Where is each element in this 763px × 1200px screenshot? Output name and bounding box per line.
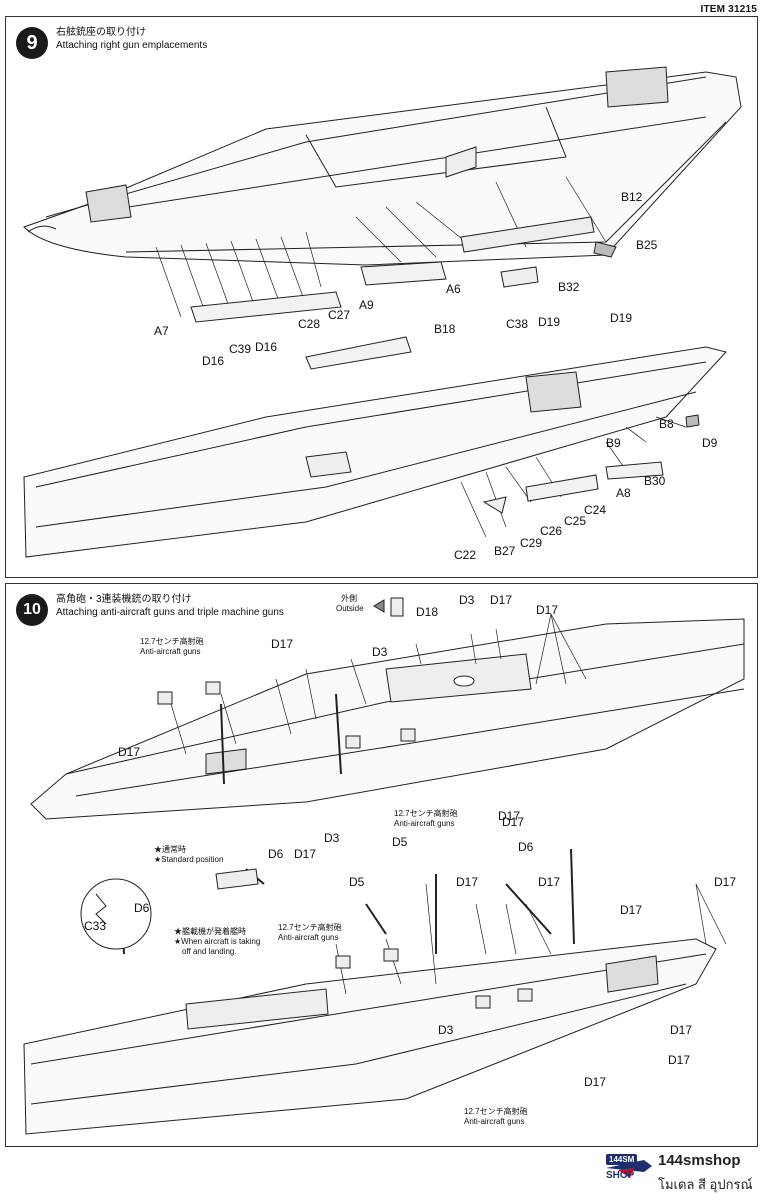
part-label: D17 [620, 903, 642, 917]
part-label: D9 [702, 436, 718, 450]
part-label: D6 [134, 901, 150, 915]
part-label: D19 [610, 311, 632, 325]
gun-label-jp: 12.7センチ高射砲 [140, 636, 204, 646]
step-10-title-en: Attaching anti-aircraft guns and triple … [56, 607, 284, 618]
part-label: B12 [621, 190, 643, 204]
part-label: C26 [540, 524, 562, 538]
item-code: ITEM 31215 [700, 4, 757, 15]
part-label: B18 [434, 322, 456, 336]
logo-bottom-text: SHOP [606, 1170, 635, 1181]
part-label: D17 [294, 847, 316, 861]
hull-upper-drawing [30, 618, 745, 820]
part-label: D16 [255, 340, 277, 354]
step-10-panel: 10 高角砲・3連装機銃の取り付け Attaching anti-aircraf… [5, 583, 758, 1147]
aircraft-note-en-2: off and landing. [182, 947, 237, 956]
part-label: D3 [324, 831, 340, 845]
step-9-diagram: B12 B25 A6 B32 D19 C38 D19 B18 A9 C27 C2… [23, 66, 742, 562]
step-9-badge: 9 [16, 27, 48, 59]
part-label: B9 [606, 436, 621, 450]
part-label: D17 [456, 875, 478, 889]
part-label: A7 [154, 324, 169, 338]
part-label: D17 [118, 745, 140, 759]
part-label: D17 [584, 1075, 606, 1089]
hull-lower-drawing [23, 938, 717, 1135]
step-9-title: 右舷銃座の取り付け Attaching right gun emplacemen… [56, 26, 207, 52]
part-label: D5 [392, 835, 408, 849]
part-label: D18 [416, 605, 438, 619]
step-10-title-jp: 高角砲・3連装機銃の取り付け [56, 594, 192, 605]
part-label: D17 [670, 1023, 692, 1037]
part-label: D5 [349, 875, 365, 889]
gun-label-en: Anti-aircraft guns [140, 647, 200, 656]
part-label: D17 [498, 809, 520, 823]
part-label: B27 [494, 544, 516, 558]
part-label: D6 [268, 847, 284, 861]
part-label: D17 [271, 637, 293, 651]
outside-en: Outside [336, 604, 364, 613]
part-label: B30 [644, 474, 666, 488]
part-label: B32 [558, 280, 580, 294]
part-label: C38 [506, 317, 528, 331]
part-label: D3 [459, 593, 475, 607]
part-label: D17 [490, 593, 512, 607]
hull-lower-drawing [23, 346, 727, 558]
logo-top-text: 144SM [606, 1154, 638, 1165]
part-label: B8 [659, 417, 674, 431]
aircraft-note-jp: ★艦載機が発着艦時 [174, 926, 246, 936]
part-label: B25 [636, 238, 658, 252]
shop-name: 144smshop [658, 1152, 741, 1169]
gun-label-en-4: Anti-aircraft guns [464, 1117, 524, 1126]
shop-subtitle: โมเดล สี อุปกรณ์ [658, 1177, 753, 1192]
shop-logo-icon [606, 1160, 652, 1178]
step-9-title-en: Attaching right gun emplacements [56, 40, 208, 51]
gun-label-jp-2: 12.7センチ高射砲 [394, 808, 458, 818]
part-label: D17 [538, 875, 560, 889]
part-label: C24 [584, 503, 606, 517]
gun-label-en-3: Anti-aircraft guns [278, 933, 338, 942]
part-label: C33 [84, 919, 106, 933]
step-9-panel: 9 右舷銃座の取り付け Attaching right gun emplacem… [5, 16, 758, 578]
part-label: C22 [454, 548, 476, 562]
part-label: A9 [359, 298, 374, 312]
aircraft-note-en-1: ★When aircraft is taking [174, 937, 260, 946]
step-10-title: 高角砲・3連装機銃の取り付け Attaching anti-aircraft g… [56, 593, 284, 619]
part-label: D3 [438, 1023, 454, 1037]
part-label: D3 [372, 645, 388, 659]
part-label: D6 [518, 840, 534, 854]
gun-label-jp-4: 12.7センチ高射砲 [464, 1106, 528, 1116]
step-10-labels: 外側 Outside D18 D3 D17 D17 D3 D17 D17 D17… [84, 593, 736, 1126]
gun-label-jp-3: 12.7センチ高射砲 [278, 922, 342, 932]
part-label: C27 [328, 308, 350, 322]
part-label: C29 [520, 536, 542, 550]
step-10-badge: 10 [16, 594, 48, 626]
step-10-diagram: 外側 Outside D18 D3 D17 D17 D3 D17 D17 D17… [23, 593, 745, 1135]
part-label: D16 [202, 354, 224, 368]
step-9-title-jp: 右舷銃座の取り付け [56, 27, 146, 38]
hull-upper-drawing [23, 66, 742, 266]
shop-footer: 144SM SHOP 144smshop โมเดล สี อุปกรณ์ [600, 1148, 760, 1196]
part-label: D19 [538, 315, 560, 329]
standard-note-jp: ★通常時 [154, 844, 186, 854]
step-9-labels: B12 B25 A6 B32 D19 C38 D19 B18 A9 C27 C2… [154, 190, 718, 562]
part-label: A6 [446, 282, 461, 296]
standard-note-en: ★Standard position [154, 855, 223, 864]
part-label: A8 [616, 486, 631, 500]
part-label: D17 [668, 1053, 690, 1067]
gun-label-en-2: Anti-aircraft guns [394, 819, 454, 828]
part-label: C28 [298, 317, 320, 331]
part-label: C25 [564, 514, 586, 528]
part-label: D17 [714, 875, 736, 889]
part-label: D17 [502, 815, 524, 829]
part-label: D17 [536, 603, 558, 617]
part-label: C39 [229, 342, 251, 356]
outside-jp: 外側 [341, 593, 357, 603]
